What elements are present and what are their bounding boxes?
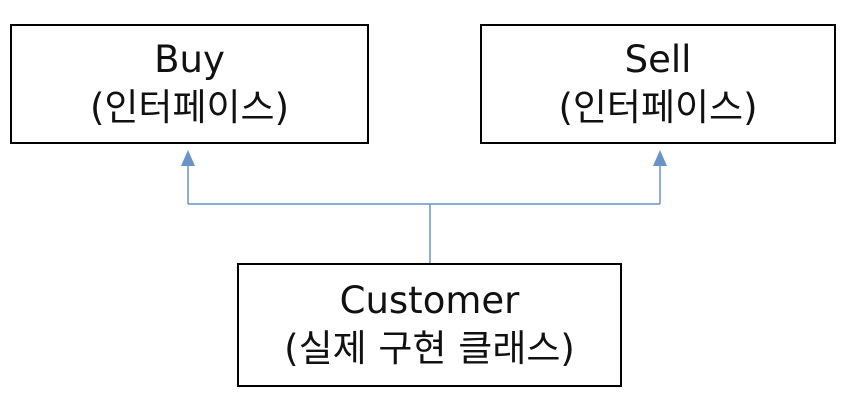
- sell-name-label: Sell: [624, 38, 692, 81]
- arrowhead-to-buy-icon: [181, 150, 195, 166]
- arrowhead-to-sell-icon: [653, 150, 667, 166]
- buy-interface-box: Buy (인터페이스): [10, 24, 369, 144]
- customer-kind-label: (실제 구현 클래스): [284, 327, 575, 370]
- customer-name-label: Customer: [339, 279, 520, 322]
- sell-kind-label: (인터페이스): [558, 86, 758, 129]
- buy-name-label: Buy: [154, 38, 225, 81]
- sell-interface-box: Sell (인터페이스): [480, 24, 836, 144]
- buy-kind-label: (인터페이스): [89, 86, 290, 129]
- customer-class-box: Customer (실제 구현 클래스): [237, 263, 622, 387]
